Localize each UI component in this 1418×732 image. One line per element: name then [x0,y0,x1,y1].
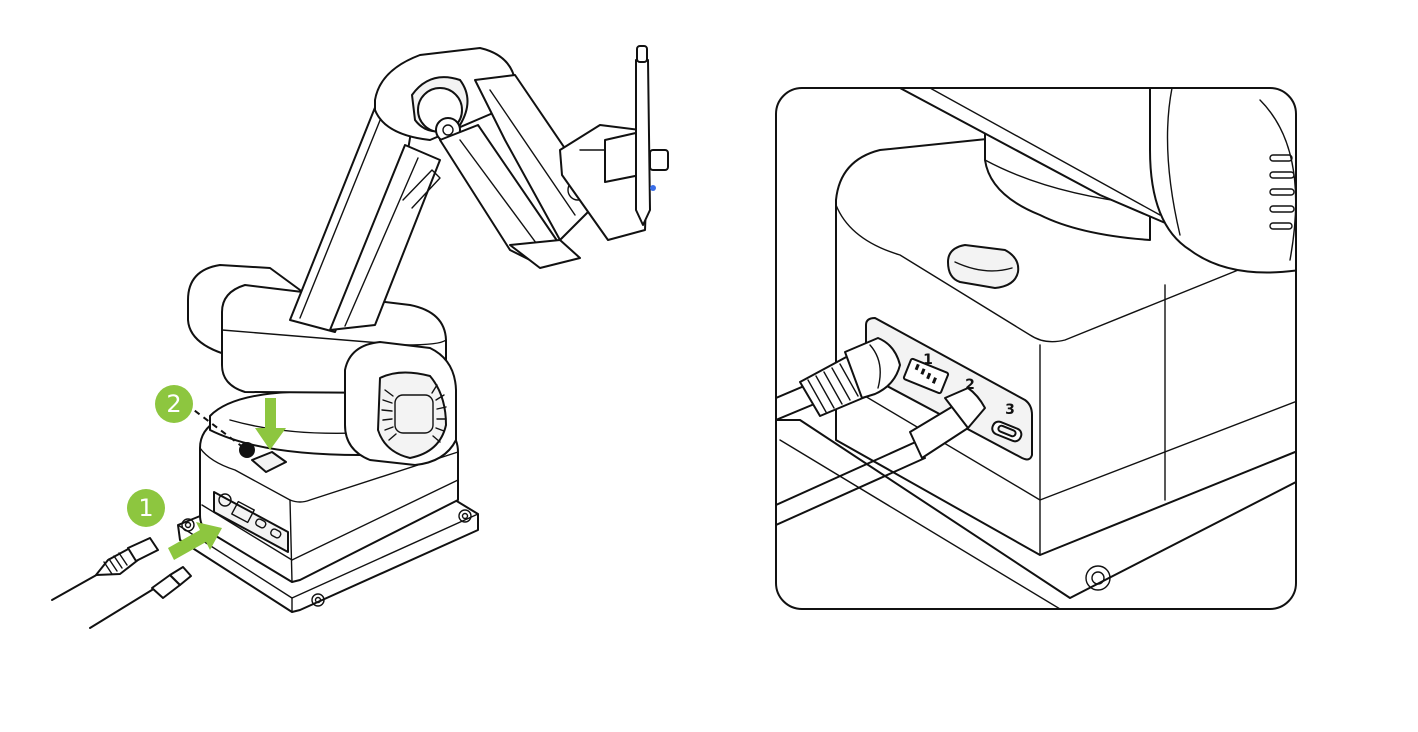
step-badge-1: 1 [127,489,165,527]
insert-arrow-icon [168,522,222,560]
port-closeup: 1 2 3 [776,88,1296,609]
indicator-light-icon [650,185,656,191]
leader-line [185,403,245,449]
step-badge-label: 1 [138,494,153,522]
press-arrow-icon [255,398,286,450]
end-effector [559,45,669,241]
lower-arm [289,99,441,333]
shoulder-housing [187,264,457,466]
robot-arm-overview: 1 2 [51,45,669,629]
step-badge-2: 2 [155,385,193,423]
power-cable [51,537,159,601]
closeup-frame [775,87,1297,610]
port-label: 2 [965,377,975,393]
button-marker-icon [239,442,255,458]
port-label: 1 [923,352,933,368]
usb-c-cable [89,566,192,629]
upper-arm [439,74,601,269]
elbow-joint [374,47,516,143]
step-badge-label: 2 [166,390,181,418]
port-label: 3 [1005,402,1015,418]
